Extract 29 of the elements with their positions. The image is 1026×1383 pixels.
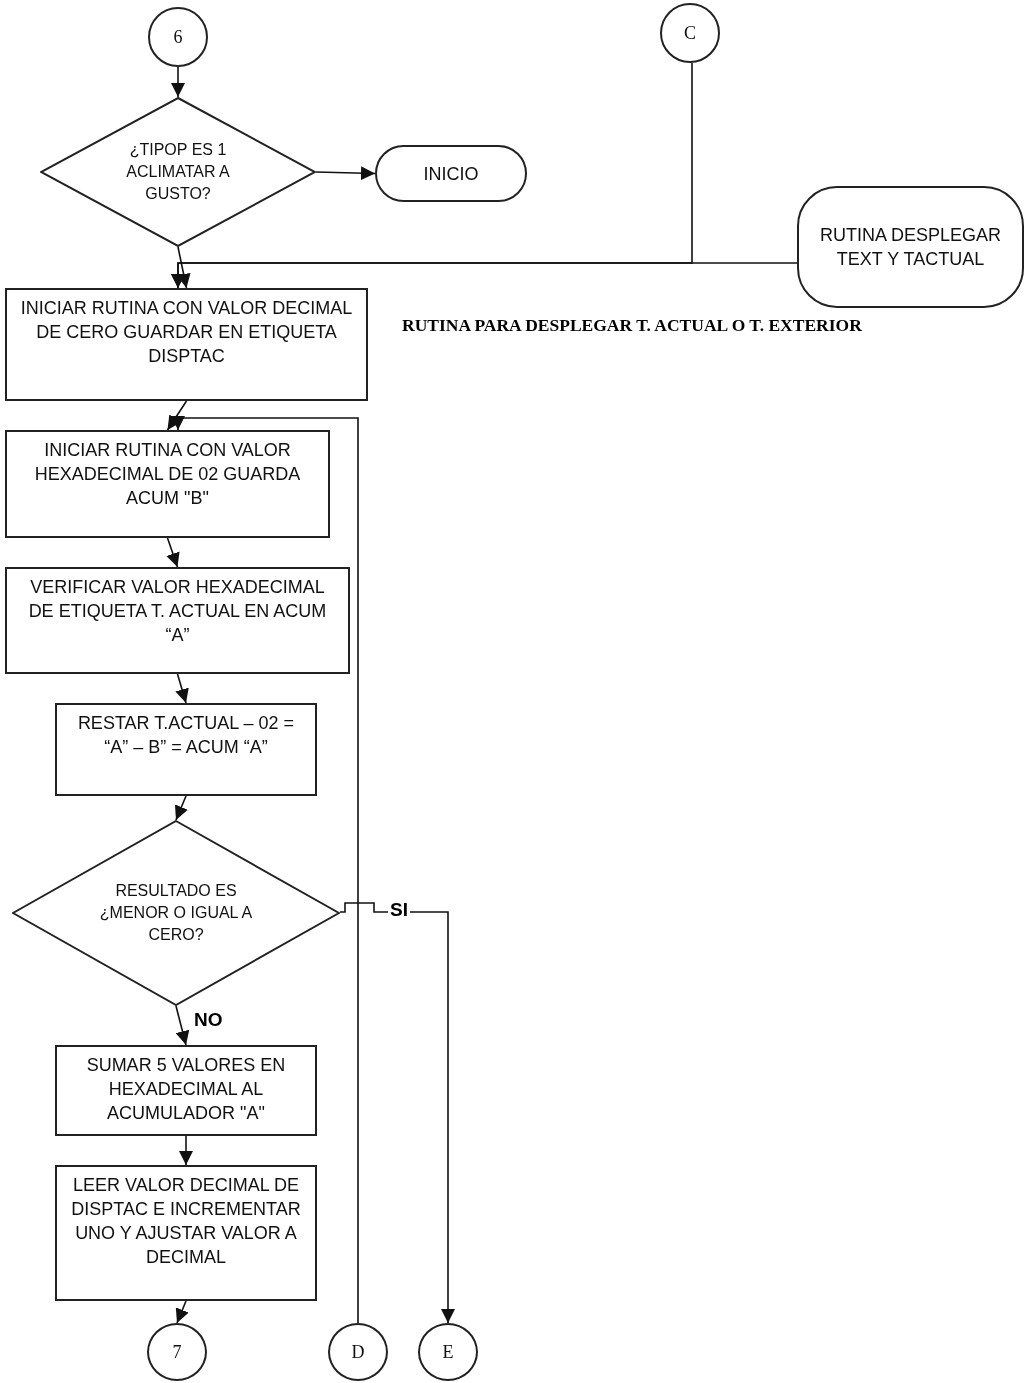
process-box: LEER VALOR DECIMAL DE DISPTAC E INCREMENTAR UNO Y AJUSTAR VALOR A DECIMAL <box>55 1165 317 1301</box>
arrow <box>166 400 188 431</box>
process-box: INICIAR RUTINA CON VALOR DECIMAL DE CERO GUARDAR EN ETIQUETA DISPTAC <box>5 288 368 401</box>
terminal-shape: INICIO <box>375 145 527 202</box>
arrow <box>339 902 455 1324</box>
arrow <box>166 537 180 568</box>
process-box: SUMAR 5 VALORES EN HEXADECIMAL AL ACUMULADOR "A" <box>55 1045 317 1136</box>
arrow <box>171 262 798 289</box>
connector-circle: 7 <box>147 1323 207 1381</box>
arrow <box>171 416 359 1324</box>
arrow <box>315 166 376 181</box>
arrow <box>175 1300 189 1324</box>
arrow <box>171 66 185 98</box>
arrow <box>176 246 191 289</box>
terminal-shape: RUTINA DESPLEGAR TEXT Y TACTUAL <box>797 186 1024 308</box>
arrow <box>175 1005 190 1046</box>
connector-circle: 6 <box>148 7 208 67</box>
arrow <box>174 795 188 821</box>
decision-diamond: RESULTADO ES ¿MENOR O IGUAL A CERO? <box>12 820 340 1006</box>
process-box: INICIAR RUTINA CON VALOR HEXADECIMAL DE 02 GUARDA ACUM "B" <box>5 430 330 538</box>
arrow <box>179 1135 193 1166</box>
process-box: VERIFICAR VALOR HEXADECIMAL DE ETIQUETA T. ACTUAL EN ACUM “A” <box>5 567 350 674</box>
connector-circle: C <box>660 3 720 63</box>
decision-diamond: ¿TIPOP ES 1 ACLIMATAR A GUSTO? <box>40 97 316 247</box>
section-heading: RUTINA PARA DESPLEGAR T. ACTUAL O T. EXTERIOR <box>402 315 862 336</box>
connector-circle: D <box>328 1323 388 1381</box>
process-box: RESTAR T.ACTUAL – 02 = “A” – B” = ACUM “A” <box>55 703 317 796</box>
connector-circle: E <box>418 1323 478 1381</box>
arrow <box>175 673 189 704</box>
